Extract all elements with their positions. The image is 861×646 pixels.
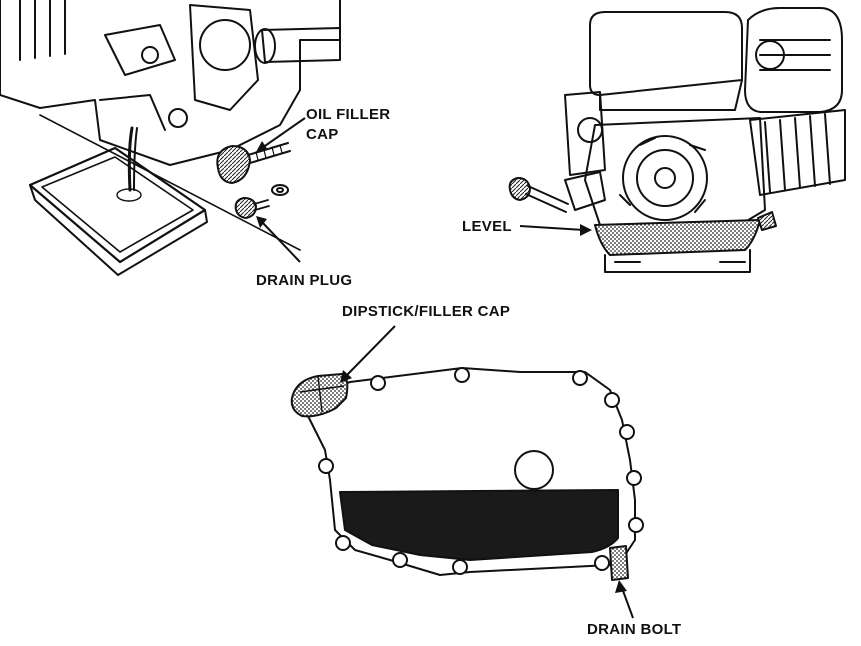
level-leader <box>519 225 585 231</box>
drain-bolt-leader <box>621 587 634 619</box>
oil-filler-cap-label-line2: CAP <box>306 126 339 143</box>
drain-bolt-arrowhead <box>615 580 627 593</box>
engine-level-view <box>508 7 846 273</box>
drain-plug-leader <box>261 221 301 263</box>
oil-filler-cap-leader <box>261 117 306 149</box>
engine-drain-view <box>0 0 341 276</box>
dipstick-filler-cap-arrowhead <box>340 370 352 383</box>
dipstick-filler-cap-label: DIPSTICK/FILLER CAP <box>342 303 511 320</box>
crankcase-cover-view <box>290 367 644 581</box>
oil-filler-cap-label-line1: OIL FILLER <box>306 106 391 123</box>
drain-plug-arrowhead <box>256 216 267 228</box>
oil-filler-cap-arrowhead <box>256 141 268 152</box>
level-label: LEVEL <box>462 218 512 235</box>
level-arrowhead <box>580 224 592 236</box>
drain-bolt-label: DRAIN BOLT <box>587 621 682 638</box>
drain-plug-label: DRAIN PLUG <box>256 272 353 289</box>
dipstick-filler-cap-leader <box>345 325 396 377</box>
